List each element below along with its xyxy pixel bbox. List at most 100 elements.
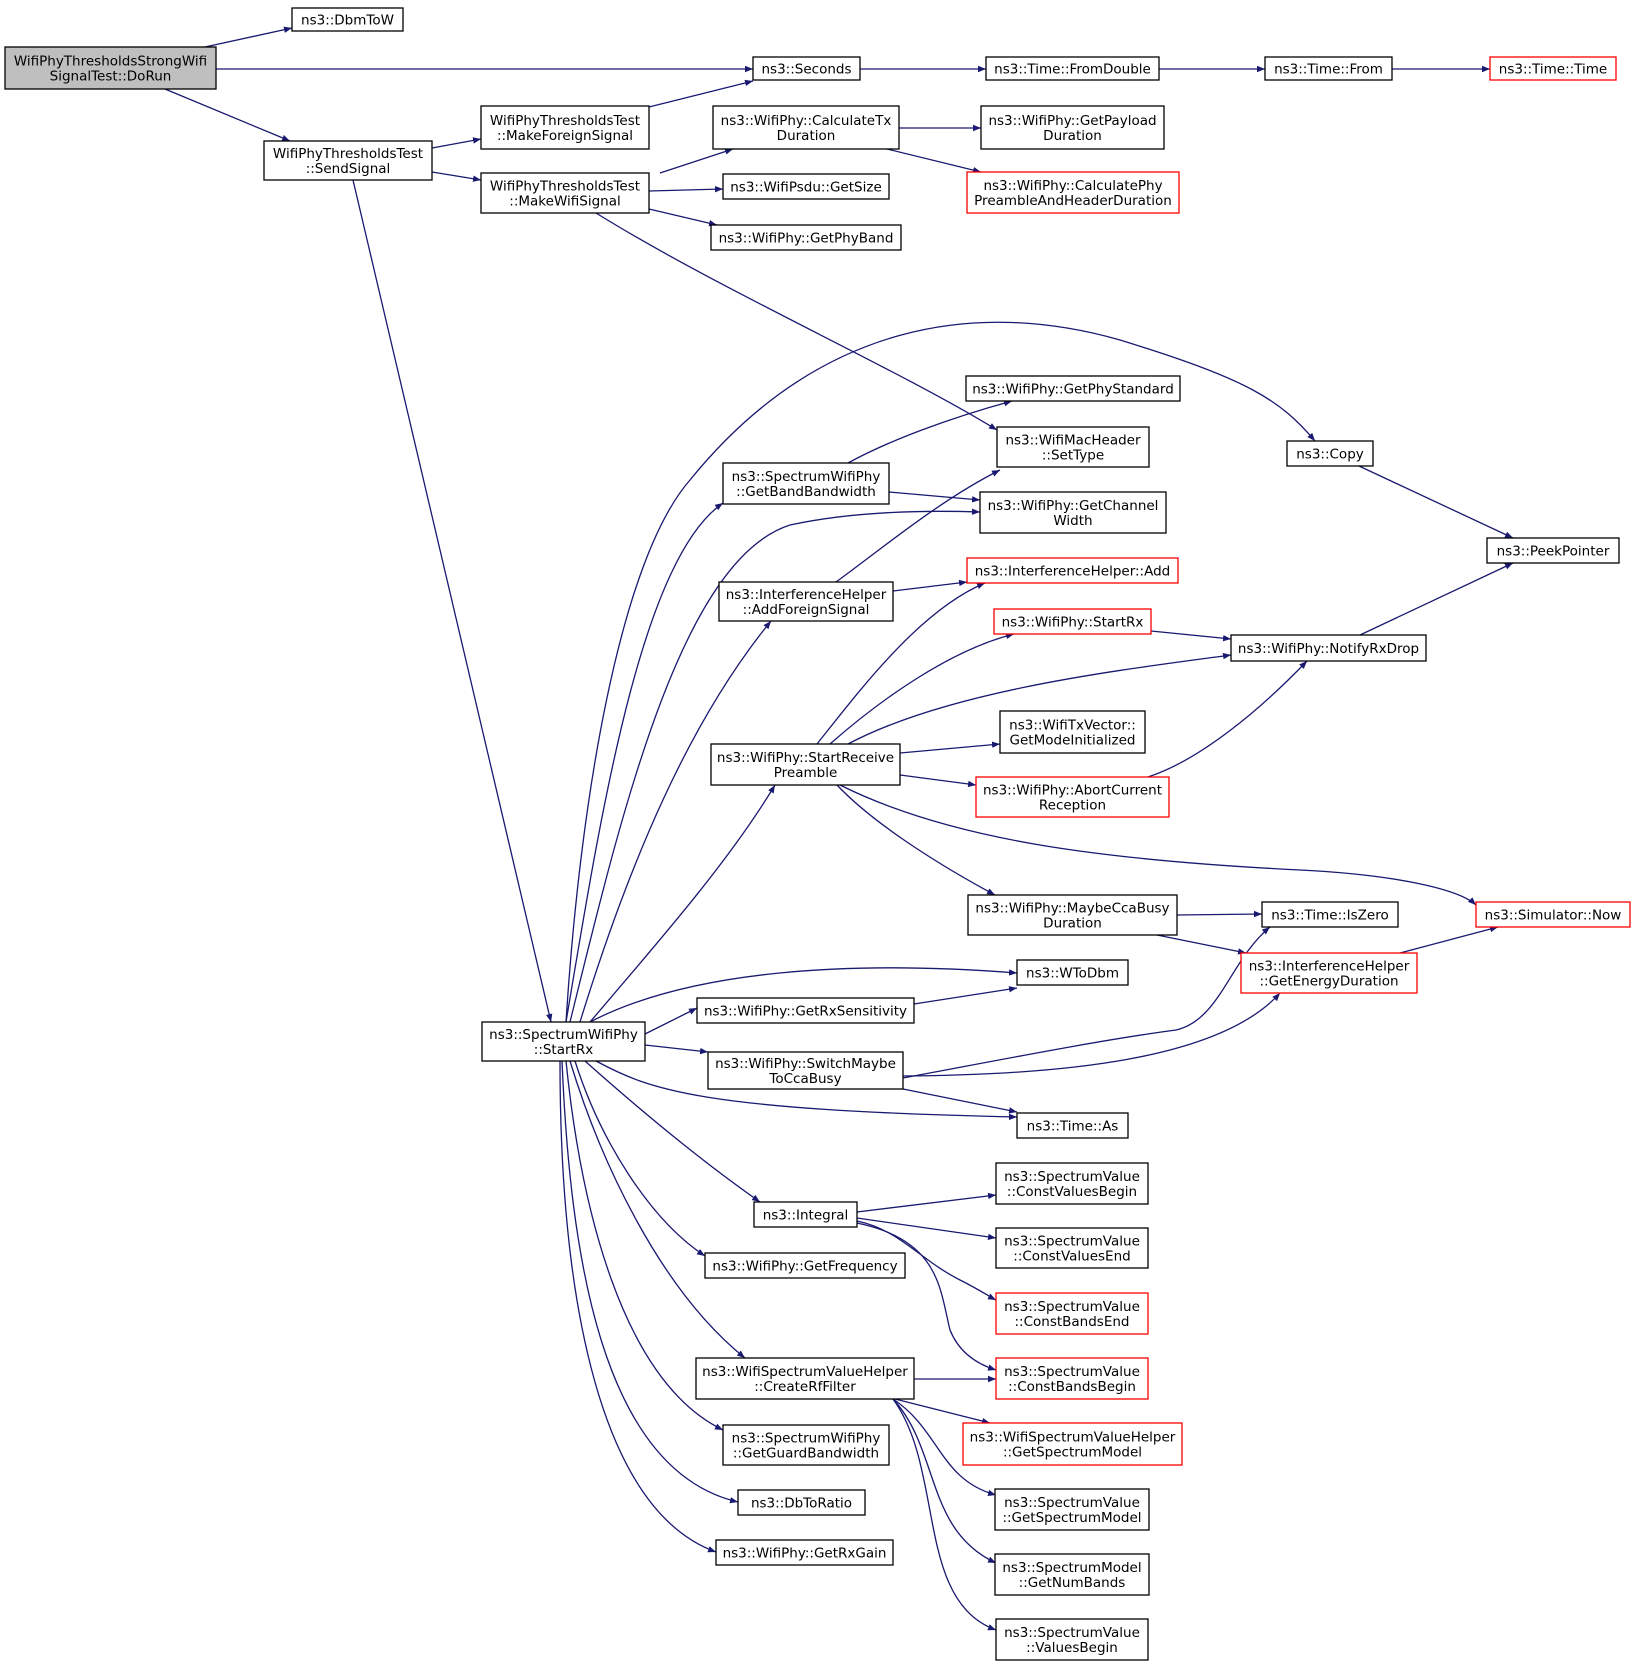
node-box-timeas[interactable] (1016, 1112, 1129, 1139)
node-fromdouble[interactable]: ns3::Time::FromDouble (985, 56, 1160, 81)
node-timefrom[interactable]: ns3::Time::From (1264, 56, 1393, 81)
node-getrxsens[interactable]: ns3::WifiPhy::GetRxSensitivity (696, 997, 915, 1024)
node-valbegin[interactable]: ns3::SpectrumValue::ValuesBegin (995, 1618, 1149, 1661)
node-box-switchmaybe[interactable] (707, 1051, 904, 1090)
node-addforeign[interactable]: ns3::InterferenceHelper::AddForeignSigna… (718, 581, 894, 622)
node-box-wtodbm[interactable] (1016, 959, 1129, 986)
node-box-getfreq[interactable] (704, 1252, 906, 1279)
node-getenergy[interactable]: ns3::InterferenceHelper::GetEnergyDurati… (1240, 952, 1418, 994)
node-box-getphystd[interactable] (965, 375, 1181, 402)
node-getphyband[interactable]: ns3::WifiPhy::GetPhyBand (710, 224, 902, 251)
node-box-psdusize[interactable] (722, 173, 890, 200)
node-ihadd[interactable]: ns3::InterferenceHelper::Add (966, 557, 1179, 584)
node-getmodeinit[interactable]: ns3::WifiTxVector::GetModeInitialized (999, 710, 1146, 754)
node-getrxgain[interactable]: ns3::WifiPhy::GetRxGain (715, 1539, 894, 1566)
node-wsvhgetsm[interactable]: ns3::WifiSpectrumValueHelper::GetSpectru… (962, 1422, 1183, 1466)
node-box-dbmtow[interactable] (291, 7, 404, 32)
node-box-simnow[interactable] (1475, 901, 1631, 928)
node-simnow[interactable]: ns3::Simulator::Now (1475, 901, 1631, 928)
node-iszero[interactable]: ns3::Time::IsZero (1261, 901, 1399, 928)
node-integral[interactable]: ns3::Integral (753, 1201, 858, 1228)
node-makewifi[interactable]: WifiPhyThresholdsTest::MakeWifiSignal (480, 172, 650, 214)
node-box-cbend[interactable] (995, 1292, 1149, 1335)
node-svgetsm[interactable]: ns3::SpectrumValue::GetSpectrumModel (994, 1488, 1150, 1531)
node-box-timetime[interactable] (1489, 56, 1617, 81)
node-cbend[interactable]: ns3::SpectrumValue::ConstBandsEnd (995, 1292, 1149, 1335)
node-copy[interactable]: ns3::Copy (1286, 440, 1374, 467)
node-dbtoratio[interactable]: ns3::DbToRatio (737, 1489, 866, 1516)
node-timeas[interactable]: ns3::Time::As (1016, 1112, 1129, 1139)
node-box-iszero[interactable] (1261, 901, 1399, 928)
node-box-startrecv[interactable] (710, 743, 901, 786)
node-box-svgetsm[interactable] (994, 1488, 1150, 1531)
node-box-integral[interactable] (753, 1201, 858, 1228)
node-seconds[interactable]: ns3::Seconds (752, 56, 861, 81)
node-box-getbandbw[interactable] (722, 462, 890, 505)
node-box-addforeign[interactable] (718, 581, 894, 622)
node-box-createrf[interactable] (695, 1357, 915, 1400)
node-box-getnumbands[interactable] (994, 1553, 1150, 1596)
node-dbmtow[interactable]: ns3::DbmToW (291, 7, 404, 32)
node-getnumbands[interactable]: ns3::SpectrumModel::GetNumBands (994, 1553, 1150, 1596)
node-box-wsvhgetsm[interactable] (962, 1422, 1183, 1466)
node-box-getmodeinit[interactable] (999, 710, 1146, 754)
node-box-calcphy[interactable] (966, 171, 1180, 214)
node-box-getenergy[interactable] (1240, 952, 1418, 994)
node-box-seconds[interactable] (752, 56, 861, 81)
node-spstartrx[interactable]: ns3::SpectrumWifiPhy::StartRx (481, 1021, 646, 1062)
node-psdusize[interactable]: ns3::WifiPsdu::GetSize (722, 173, 890, 200)
node-box-ihadd[interactable] (966, 557, 1179, 584)
node-cvbegin[interactable]: ns3::SpectrumValue::ConstValuesBegin (995, 1162, 1149, 1205)
node-box-makewifi[interactable] (480, 172, 650, 214)
node-wtodbm[interactable]: ns3::WToDbm (1016, 959, 1129, 986)
node-createrf[interactable]: ns3::WifiSpectrumValueHelper::CreateRfFi… (695, 1357, 915, 1400)
node-box-makeforeign[interactable] (480, 105, 650, 150)
node-makeforeign[interactable]: WifiPhyThresholdsTest::MakeForeignSignal (480, 105, 650, 150)
node-sendsignal[interactable]: WifiPhyThresholdsTest::SendSignal (263, 140, 433, 181)
node-box-valbegin[interactable] (995, 1618, 1149, 1661)
node-box-getchanw[interactable] (979, 491, 1167, 534)
node-box-cbbegin[interactable] (995, 1357, 1149, 1400)
node-box-abortcur[interactable] (975, 776, 1170, 818)
node-box-peekpointer[interactable] (1486, 537, 1620, 564)
node-box-calctx[interactable] (712, 105, 900, 150)
node-cvend[interactable]: ns3::SpectrumValue::ConstValuesEnd (995, 1227, 1149, 1269)
node-getguardbw[interactable]: ns3::SpectrumWifiPhy::GetGuardBandwidth (722, 1424, 890, 1466)
node-box-maybecca[interactable] (967, 894, 1178, 936)
node-box-getpayload[interactable] (980, 105, 1165, 150)
node-box-settype[interactable] (996, 426, 1150, 468)
node-box-cvbegin[interactable] (995, 1162, 1149, 1205)
node-calcphy[interactable]: ns3::WifiPhy::CalculatePhyPreambleAndHea… (966, 171, 1180, 214)
node-box-spstartrx[interactable] (481, 1021, 646, 1062)
node-box-getrxgain[interactable] (715, 1539, 894, 1566)
node-getphystd[interactable]: ns3::WifiPhy::GetPhyStandard (965, 375, 1181, 402)
node-phystartrx[interactable]: ns3::WifiPhy::StartRx (993, 608, 1152, 635)
node-cbbegin[interactable]: ns3::SpectrumValue::ConstBandsBegin (995, 1357, 1149, 1400)
node-settype[interactable]: ns3::WifiMacHeader::SetType (996, 426, 1150, 468)
node-box-dbtoratio[interactable] (737, 1489, 866, 1516)
node-timetime[interactable]: ns3::Time::Time (1489, 56, 1617, 81)
node-box-fromdouble[interactable] (985, 56, 1160, 81)
node-box-notifyrxdrop[interactable] (1230, 634, 1427, 662)
node-box-sendsignal[interactable] (263, 140, 433, 181)
edge-copy-to-peekpointer (1358, 465, 1514, 539)
node-notifyrxdrop[interactable]: ns3::WifiPhy::NotifyRxDrop (1230, 634, 1427, 662)
node-label-spstartrx-0: ns3::SpectrumWifiPhy (489, 1027, 638, 1043)
node-box-getrxsens[interactable] (696, 997, 915, 1024)
node-box-timefrom[interactable] (1264, 56, 1393, 81)
node-box-phystartrx[interactable] (993, 608, 1152, 635)
node-getbandbw[interactable]: ns3::SpectrumWifiPhy::GetBandBandwidth (722, 462, 890, 505)
node-box-cvend[interactable] (995, 1227, 1149, 1269)
node-box-getguardbw[interactable] (722, 1424, 890, 1466)
node-peekpointer[interactable]: ns3::PeekPointer (1486, 537, 1620, 564)
node-getfreq[interactable]: ns3::WifiPhy::GetFrequency (704, 1252, 906, 1279)
node-box-copy[interactable] (1286, 440, 1374, 467)
node-box-getphyband[interactable] (710, 224, 902, 251)
